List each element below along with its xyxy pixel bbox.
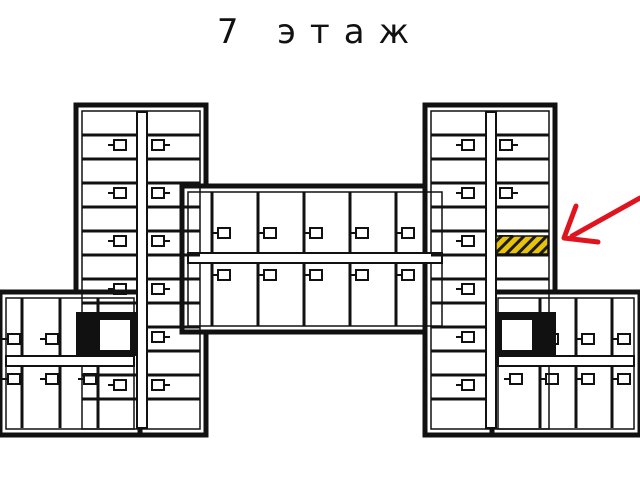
bathroom-fixture-icon	[108, 235, 127, 247]
bathroom-fixture-icon	[304, 227, 323, 239]
bathroom-fixture-icon	[108, 283, 127, 295]
bathroom-fixture-icon	[499, 139, 518, 151]
bathroom-fixture-icon	[612, 373, 631, 385]
bathroom-fixture-icon	[456, 379, 475, 391]
bathroom-fixture-icon	[151, 331, 170, 343]
bathroom-fixture-icon	[40, 333, 59, 345]
bathroom-fixture-icon	[350, 269, 369, 281]
bathroom-fixture-icon	[304, 269, 323, 281]
bathroom-fixtures	[2, 139, 631, 391]
bathroom-fixture-icon	[151, 187, 170, 199]
bathroom-fixture-icon	[212, 269, 231, 281]
bathroom-fixture-icon	[504, 373, 523, 385]
bathroom-fixture-icon	[40, 373, 59, 385]
bathroom-fixture-icon	[396, 269, 415, 281]
bathroom-fixture-icon	[456, 283, 475, 295]
bathroom-fixture-icon	[2, 333, 21, 345]
highlighted-apartment[interactable]	[495, 235, 549, 255]
bathroom-fixture-icon	[540, 373, 559, 385]
bathroom-fixture-icon	[456, 139, 475, 151]
corridor-right	[485, 111, 497, 429]
bathroom-fixture-icon	[456, 235, 475, 247]
stair-core-right-inner	[502, 320, 532, 350]
bathroom-fixture-icon	[151, 379, 170, 391]
bathroom-fixture-icon	[78, 373, 97, 385]
corridor-far-right	[497, 355, 635, 367]
bathroom-fixture-icon	[151, 139, 170, 151]
corridor-center	[187, 252, 443, 264]
bathroom-fixture-icon	[576, 333, 595, 345]
bathroom-fixture-icon	[108, 187, 127, 199]
stair-core-left-inner	[100, 320, 130, 350]
bathroom-fixture-icon	[456, 187, 475, 199]
bathroom-fixture-icon	[258, 227, 277, 239]
bathroom-fixture-icon	[612, 333, 631, 345]
bathroom-fixture-icon	[151, 235, 170, 247]
bathroom-fixture-icon	[350, 227, 369, 239]
bathroom-fixture-icon	[151, 283, 170, 295]
bathroom-fixture-icon	[396, 227, 415, 239]
bathroom-fixture-icon	[2, 373, 21, 385]
bathroom-fixture-icon	[576, 373, 595, 385]
bathroom-fixture-icon	[108, 379, 127, 391]
bathroom-fixture-icon	[212, 227, 231, 239]
bathroom-fixture-icon	[456, 331, 475, 343]
bathroom-fixture-icon	[258, 269, 277, 281]
corridor-left	[136, 111, 148, 429]
corridor-far-left	[5, 355, 135, 367]
apartment-cells	[20, 133, 614, 428]
floor-title: 7 этаж	[216, 12, 424, 52]
bathroom-fixture-icon	[499, 187, 518, 199]
bathroom-fixture-icon	[108, 139, 127, 151]
pointer-arrow-icon	[561, 195, 640, 245]
